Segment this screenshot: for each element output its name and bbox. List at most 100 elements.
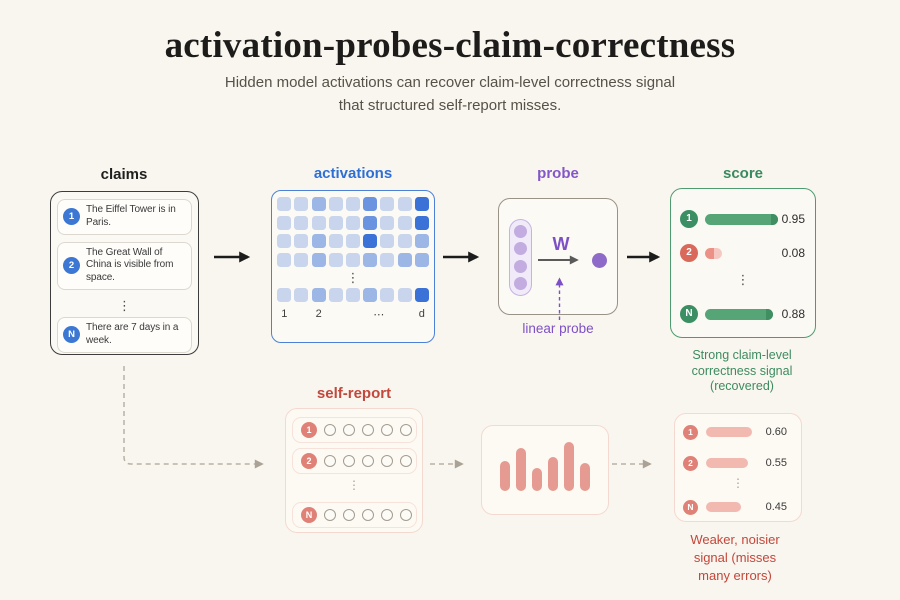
option-circle-icon bbox=[400, 424, 412, 436]
dashed-elbow-claims-to-selfreport-icon bbox=[123, 366, 264, 469]
weak-annotation-line: signal (misses bbox=[693, 550, 777, 565]
option-circle-icon bbox=[324, 424, 336, 436]
score-row-badge: 1 bbox=[680, 210, 698, 228]
activation-cell bbox=[414, 287, 429, 302]
activation-cell bbox=[414, 215, 429, 230]
activation-cell bbox=[311, 252, 326, 267]
activation-cell bbox=[277, 234, 292, 248]
self-report-row: 2 bbox=[292, 448, 417, 474]
activation-cell bbox=[397, 234, 412, 248]
activation-cell bbox=[328, 215, 343, 230]
self-report-row: 1 bbox=[292, 417, 417, 443]
activation-cell bbox=[363, 215, 378, 230]
subtitle-line: that structured self-report misses. bbox=[338, 97, 562, 114]
self-report-badge: 2 bbox=[301, 453, 317, 469]
signal-bar bbox=[580, 463, 590, 491]
activations-header: activations bbox=[313, 165, 393, 182]
activation-cell bbox=[380, 287, 395, 302]
activation-cell bbox=[294, 234, 309, 248]
activation-cell bbox=[363, 197, 378, 211]
probe-caption: linear probe bbox=[522, 321, 594, 336]
activation-cell bbox=[277, 287, 292, 302]
activation-cell bbox=[363, 234, 378, 248]
dimension-axis-label: 2 bbox=[315, 308, 322, 320]
activation-cell bbox=[346, 252, 360, 267]
page-subtitle: Hidden model activations can recover cla… bbox=[0, 71, 900, 117]
weak-value: 0.55 bbox=[765, 457, 787, 469]
signal-bars bbox=[482, 442, 608, 491]
weight-matrix-label: W bbox=[552, 234, 570, 254]
claim-number-badge: 2 bbox=[63, 257, 80, 275]
probe-input-node bbox=[514, 242, 527, 256]
score-value: 0.88 bbox=[781, 307, 805, 321]
signal-bar bbox=[564, 442, 574, 491]
activation-cell bbox=[346, 197, 360, 211]
activation-cell bbox=[328, 252, 343, 267]
probe-panel: W bbox=[498, 198, 618, 315]
score-bar-track bbox=[705, 308, 778, 320]
activation-cell bbox=[294, 252, 309, 267]
weak-bar-track bbox=[706, 427, 760, 437]
score-header: score bbox=[722, 165, 764, 182]
activation-cell bbox=[294, 215, 309, 230]
self-report-badge: 1 bbox=[301, 422, 317, 438]
activations-ellipsis-icon: ⋮ bbox=[346, 270, 360, 285]
signal-bar bbox=[532, 468, 542, 491]
score-bar bbox=[705, 213, 778, 225]
activation-cell bbox=[380, 215, 395, 230]
probe-output-node bbox=[592, 253, 607, 268]
probe-header: probe bbox=[537, 165, 579, 182]
dimension-axis-label: ⋯ bbox=[373, 309, 385, 321]
option-circle-icon bbox=[343, 509, 355, 521]
weak-bar-track bbox=[706, 458, 760, 468]
signal-bar bbox=[548, 457, 558, 491]
self-report-row: N bbox=[292, 502, 417, 528]
option-circle-icon bbox=[400, 509, 412, 521]
probe-input-node bbox=[514, 259, 527, 273]
option-circle-icon bbox=[324, 455, 336, 467]
claim-text: The Eiffel Tower is in Paris. bbox=[86, 204, 176, 228]
weak-annotation-line: Weaker, noisier bbox=[690, 532, 780, 547]
probe-input-node bbox=[514, 277, 527, 291]
score-bar bbox=[705, 247, 722, 259]
claim-text: There are 7 days in a week. bbox=[86, 321, 179, 346]
subtitle-line: Hidden model activations can recover cla… bbox=[224, 74, 676, 91]
activation-cell bbox=[380, 197, 395, 211]
activation-cell bbox=[328, 197, 343, 211]
activation-cell bbox=[380, 234, 395, 248]
self-report-header: self-report bbox=[316, 385, 392, 402]
claims-header: claims bbox=[100, 166, 148, 183]
activation-cell bbox=[311, 215, 326, 230]
option-circle-icon bbox=[362, 455, 374, 467]
activation-cell bbox=[277, 215, 292, 230]
activation-cell bbox=[397, 252, 412, 267]
weak-bar bbox=[706, 502, 741, 512]
activation-cell bbox=[294, 197, 309, 211]
activation-cell bbox=[397, 197, 412, 211]
signal-bar bbox=[500, 461, 510, 491]
activation-cell bbox=[363, 252, 378, 267]
self-report-ellipsis-icon: ⋮ bbox=[348, 478, 360, 492]
probe-input-vector bbox=[509, 219, 532, 296]
signal-bars-panel bbox=[481, 425, 609, 515]
dimension-axis-label: d bbox=[418, 308, 425, 320]
score-row: N 0.88 bbox=[680, 305, 805, 323]
option-circle-icon bbox=[381, 509, 393, 521]
weak-row-badge: 2 bbox=[683, 455, 698, 471]
score-row-badge: N bbox=[680, 305, 698, 323]
claim-number-badge: N bbox=[63, 326, 80, 344]
option-circle-icon bbox=[324, 509, 336, 521]
activation-cell bbox=[414, 252, 429, 267]
score-bar-track bbox=[705, 247, 778, 259]
claim-item: N There are 7 days in a week. bbox=[57, 316, 192, 353]
activation-cell bbox=[277, 252, 292, 267]
